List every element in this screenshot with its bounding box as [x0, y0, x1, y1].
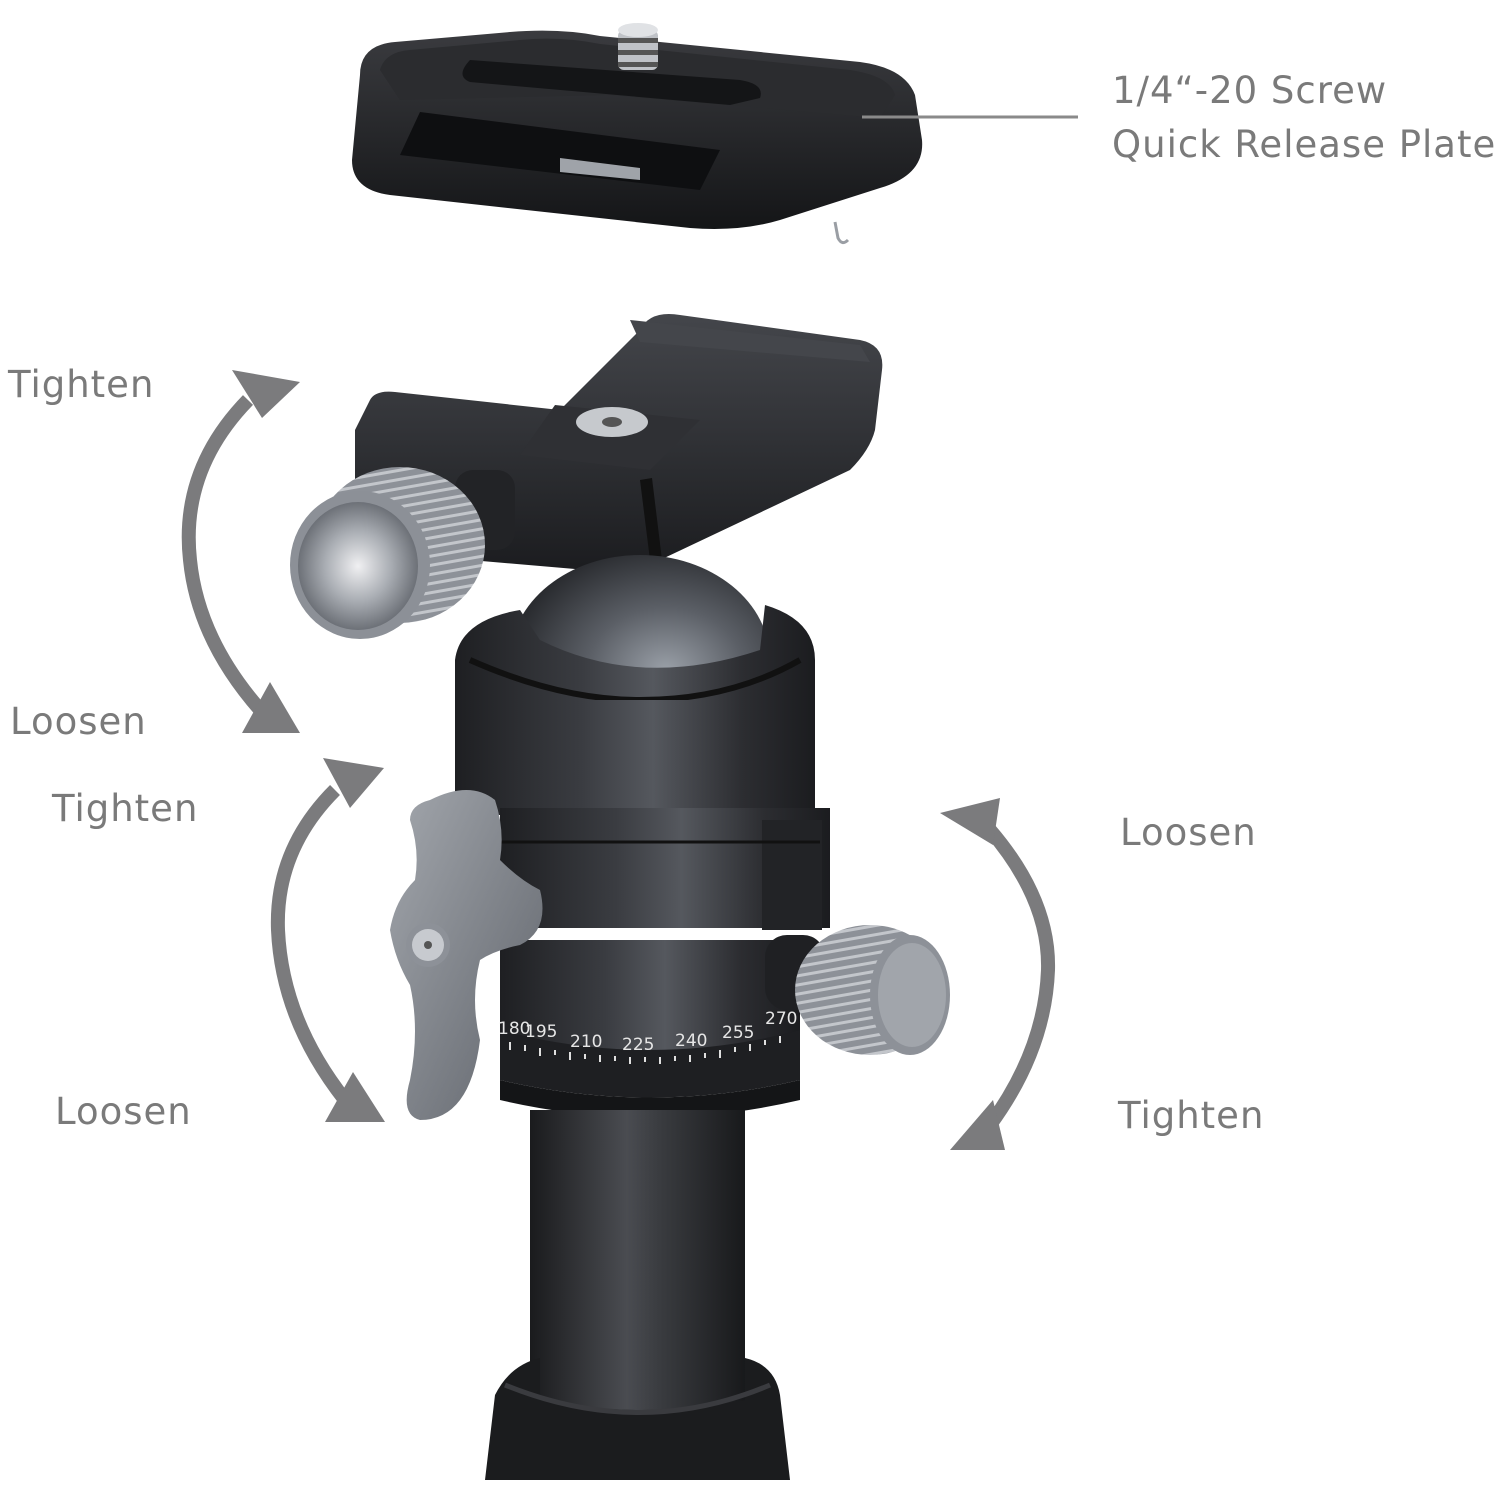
wing-lock-knob[interactable]: [390, 790, 543, 1120]
dial-mark: 225: [622, 1035, 654, 1055]
clamp-knob[interactable]: [290, 467, 515, 639]
wing-knob-tighten-label: Tighten: [52, 787, 199, 830]
arrow-head-icon: [242, 682, 300, 733]
pan-knob-tighten-label: Tighten: [1118, 1094, 1265, 1137]
leg-collar: [485, 1358, 790, 1480]
top-knob-tighten-label: Tighten: [8, 363, 155, 406]
dial-mark: 195: [525, 1022, 557, 1042]
top-knob-loosen-label: Loosen: [10, 700, 147, 743]
dial-mark: 210: [570, 1032, 602, 1052]
dial-mark: 270: [765, 1009, 797, 1029]
wing-knob-rotation-arrow-icon: [270, 785, 351, 1105]
arrow-head-icon: [323, 758, 384, 808]
pan-lock-knob[interactable]: [765, 925, 950, 1055]
screw-icon: [618, 23, 658, 70]
callout-line-2: Quick Release Plate: [1112, 123, 1497, 166]
arrow-head-icon: [325, 1072, 385, 1122]
center-column: [530, 1110, 745, 1440]
pan-knob-loosen-label: Loosen: [1120, 811, 1257, 854]
panorama-dial: 180 195 210 225 240 255 270: [498, 1009, 800, 1118]
callout-line-1: 1/4“-20 Screw: [1112, 69, 1388, 112]
wing-knob-loosen-label: Loosen: [55, 1090, 192, 1133]
pan-knob-rotation-arrow-icon: [984, 825, 1056, 1130]
top-knob-rotation-arrow-icon: [181, 395, 268, 717]
quick-release-plate: [352, 23, 923, 245]
ball-housing: [455, 605, 830, 1080]
dial-mark: 240: [675, 1031, 707, 1051]
quick-release-plate-callout: 1/4“-20 Screw Quick Release Plate: [1112, 64, 1496, 172]
dial-mark: 255: [722, 1023, 754, 1043]
arrow-head-icon: [950, 1100, 1005, 1150]
arrow-head-icon: [940, 798, 1000, 845]
dial-mark: 180: [498, 1019, 530, 1039]
arrow-head-icon: [232, 370, 300, 418]
